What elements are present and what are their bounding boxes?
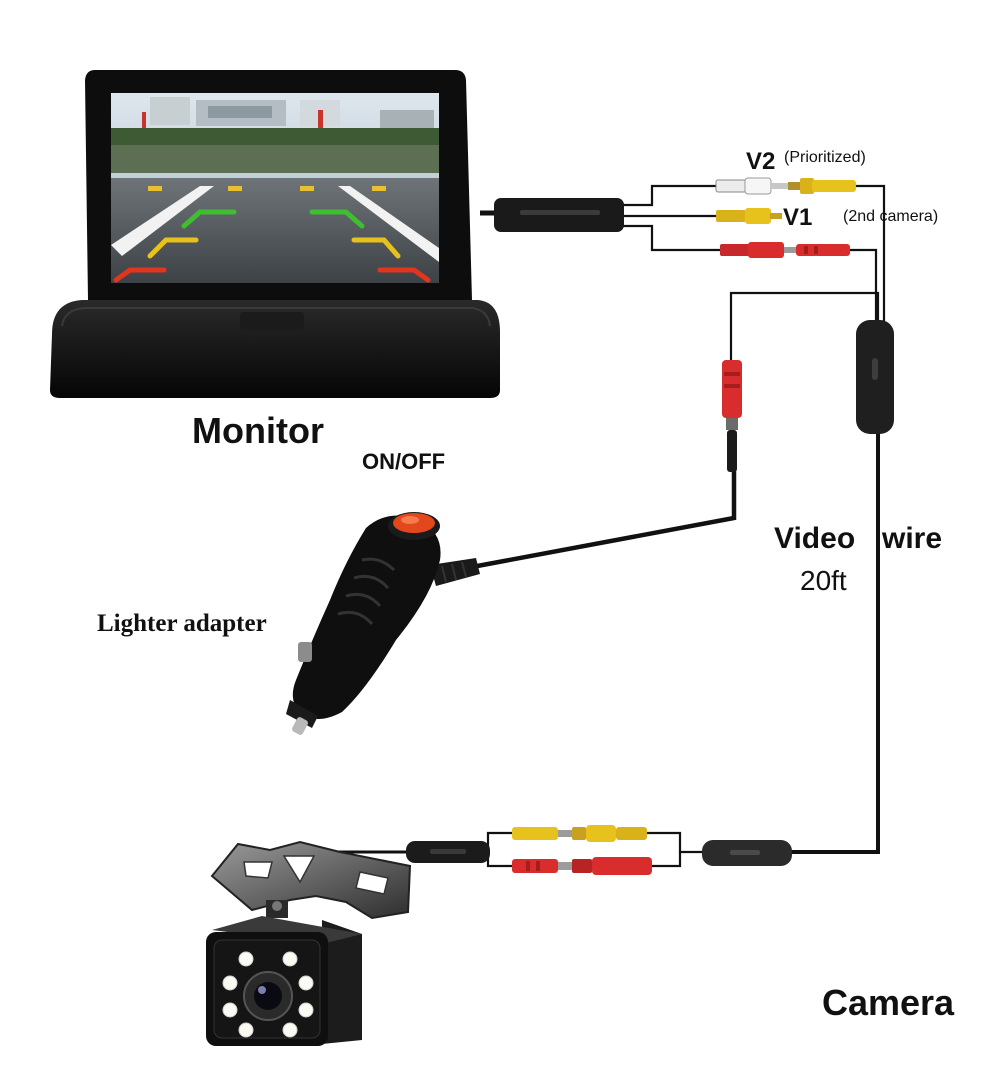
camera-icon [206, 840, 412, 1046]
rca-connector-icon [716, 208, 782, 224]
v2-label: V2 [746, 148, 776, 175]
camera-label: Camera [822, 982, 955, 1023]
second-camera-label: (2nd camera) [843, 208, 939, 225]
monitor-junction-box [494, 198, 624, 232]
video-wire-label-b: wire [882, 522, 943, 555]
length-label: 20ft [800, 565, 847, 596]
prioritized-label: (Prioritized) [784, 149, 866, 166]
video-wire-junction [856, 320, 894, 434]
rca-connector-icon [512, 857, 652, 875]
rca-connector-icon [800, 178, 856, 194]
video-wire-label-a: Video [774, 522, 856, 555]
cable-lines [320, 184, 886, 880]
lighter-adapter-icon [286, 512, 480, 735]
on-off-label: ON/OFF [362, 449, 446, 474]
lighter-adapter-label: Lighter adapter [97, 610, 267, 637]
rca-connector-icon [722, 360, 742, 472]
v1-label: V1 [783, 204, 813, 231]
rca-connector-icon [720, 242, 850, 258]
monitor-label: Monitor [192, 410, 324, 451]
monitor-screen [111, 93, 439, 283]
rca-connector-icon [715, 177, 802, 195]
video-wire-end-box [702, 840, 792, 866]
camera-lead-box [406, 841, 490, 863]
monitor-icon [50, 70, 500, 398]
rca-connector-icon [512, 825, 647, 842]
